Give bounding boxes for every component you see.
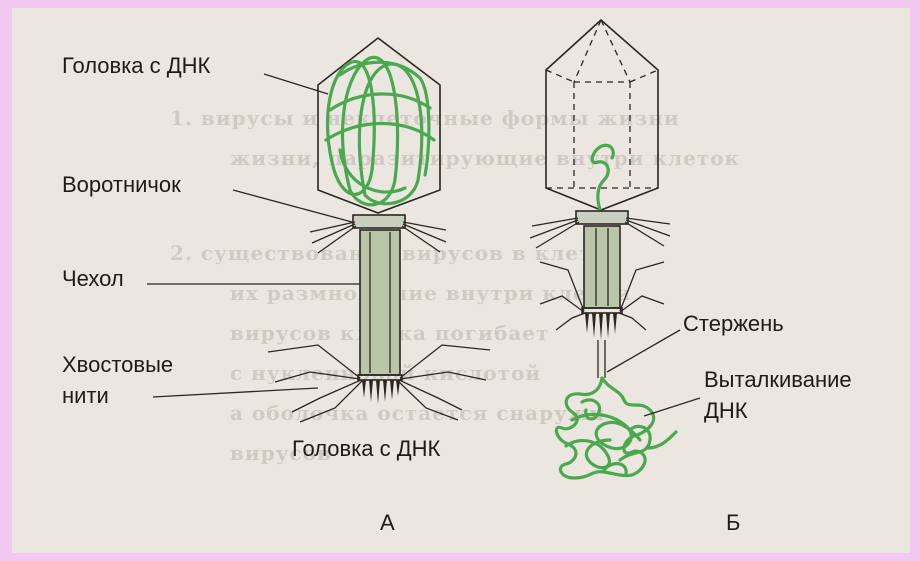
phage-a-sheath [360, 230, 400, 375]
label-head-with-dna-bottom: Головка с ДНК [292, 436, 441, 461]
label-dna-ejection-line1: Выталкивание [704, 367, 852, 392]
svg-text:жизни, паразитирующие внутри к: жизни, паразитирующие внутри клеток [230, 146, 740, 170]
phage-b-collar [576, 211, 628, 224]
phage-a-collar [353, 215, 405, 228]
svg-text:1. вирусы и неклеточные формы: 1. вирусы и неклеточные формы жизни [170, 106, 680, 130]
label-tail-fibers-line2: нити [62, 383, 109, 408]
label-collar: Воротничок [62, 172, 181, 197]
label-rod: Стержень [683, 311, 784, 336]
phage-b-sheath [584, 226, 620, 308]
label-panel-b: Б [726, 510, 740, 535]
svg-text:а оболочка остается снаружи: а оболочка остается снаружи [230, 401, 605, 425]
label-tail-fibers-line1: Хвостовые [62, 352, 173, 377]
label-sheath: Чехол [62, 266, 124, 291]
label-head-with-dna-a: Головка с ДНК [62, 53, 211, 78]
label-dna-ejection-line2: ДНК [704, 398, 748, 423]
label-panel-a: А [380, 510, 395, 535]
